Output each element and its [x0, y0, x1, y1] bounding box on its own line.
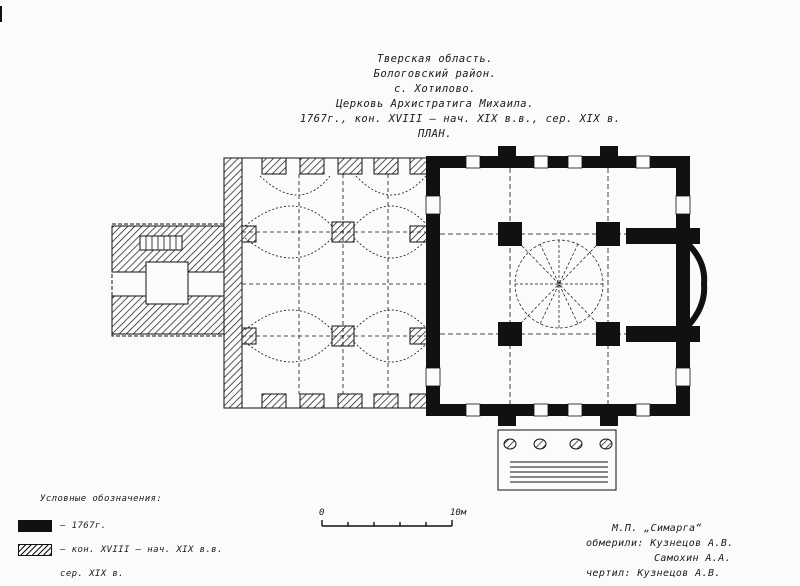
- credits-block: М.П. „Симарга“ обмерили: Кузнецов А.В. С…: [586, 521, 786, 581]
- scale-bar: [321, 520, 453, 527]
- title-region: Тверская область.: [377, 53, 493, 65]
- west-porch: [111, 223, 241, 337]
- legend-heading: Условные обозначения:: [40, 494, 163, 504]
- legend-swatch-hatch: [18, 544, 52, 556]
- credits-org: М.П. „Симарга“: [612, 523, 702, 534]
- credits-drawn: чертил: Кузнецов А.В.: [586, 568, 721, 579]
- legend-label: – кон. XVIII – нач. XIX в.в.: [60, 545, 223, 555]
- title-village: с. Хотилово.: [394, 83, 476, 95]
- credits-measured-2: Самохин А.А.: [654, 553, 732, 564]
- title-church: Церковь Архистратига Михаила.: [336, 98, 534, 110]
- legend-label: – 1767г.: [60, 521, 107, 531]
- scale-start: 0: [319, 508, 325, 518]
- title-district: Бологовский район.: [373, 68, 497, 80]
- credits-measured: обмерили: Кузнецов А.В.: [586, 538, 734, 549]
- south-porch: [497, 429, 617, 491]
- margin-mark: [0, 6, 2, 22]
- title-sheet: ПЛАН.: [417, 128, 453, 140]
- legend-label: сер. XIX в.: [60, 569, 125, 579]
- legend-swatch-empty: [18, 568, 52, 580]
- legend-item: – кон. XVIII – нач. XIX в.в.: [18, 538, 278, 562]
- title-dating: 1767г., кон. XVIII – нач. XIX в.в., сер.…: [300, 113, 621, 125]
- legend: Условные обозначения: – 1767г. – кон. XV…: [18, 494, 278, 586]
- title-block: Тверская область. Бологовский район. с. …: [300, 52, 621, 142]
- legend-item: – 1767г.: [18, 514, 278, 538]
- legend-swatch-black: [18, 520, 52, 532]
- refectory: [223, 157, 431, 409]
- scale-end: 10м: [450, 508, 467, 518]
- main-church: [425, 146, 708, 426]
- legend-item: сер. XIX в.: [18, 562, 278, 586]
